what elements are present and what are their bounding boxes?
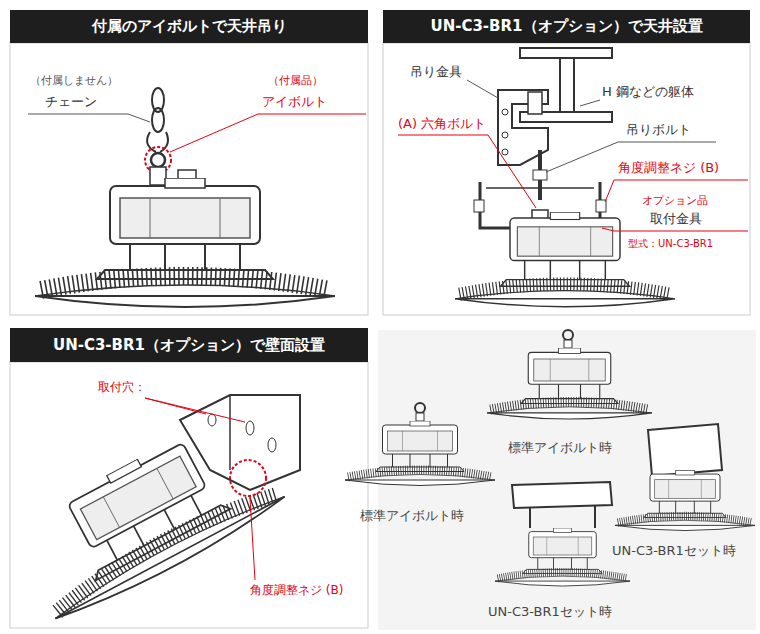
header-text: UN-C3-BR1（オプション）で壁面設置 — [53, 336, 325, 355]
part-label: 角度調整ネジ (B) — [250, 583, 343, 597]
part-label: (A) 六角ボルト — [398, 116, 486, 132]
part-label: アイボルト — [262, 94, 327, 110]
section-header: 付属のアイボルトで天井吊り — [10, 10, 368, 43]
part-label: 吊り金具 — [410, 64, 462, 80]
section-header: UN-C3-BR1（オプション）で天井設置 — [383, 10, 750, 43]
part-label: 標準アイボルト時 — [508, 440, 612, 456]
part-label: UN-C3-BR1セット時 — [612, 543, 736, 559]
part-label: 吊りボルト — [626, 122, 691, 138]
part-label: 取付穴： — [98, 380, 146, 394]
part-label: 標準アイボルト時 — [360, 508, 464, 524]
header-text: UN-C3-BR1（オプション）で天井設置 — [430, 17, 702, 36]
part-label: 型式：UN-C3-BR1 — [628, 238, 713, 250]
part-label: H 鋼などの躯体 — [602, 84, 694, 100]
part-label: （付属品） — [268, 74, 323, 87]
part-label: 角度調整ネジ (B) — [618, 160, 719, 176]
part-label: （付属しません） — [30, 74, 118, 87]
header-text: 付属のアイボルトで天井吊り — [92, 17, 287, 36]
part-label: オプション品 — [642, 194, 708, 207]
section-header: UN-C3-BR1（オプション）で壁面設置 — [10, 328, 368, 362]
part-label: 取付金具 — [650, 211, 702, 227]
part-label: UN-C3-BR1セット時 — [488, 604, 612, 620]
part-label: チェーン — [45, 94, 97, 110]
